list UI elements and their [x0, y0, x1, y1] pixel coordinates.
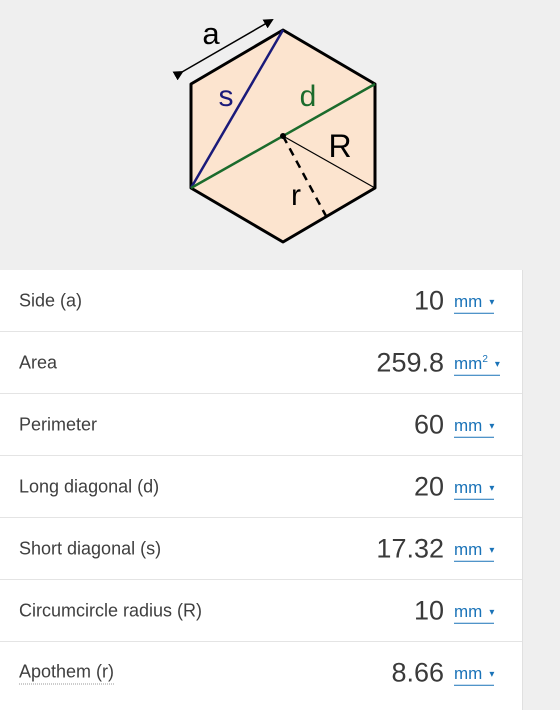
apothem-line [281, 135, 328, 217]
long-diagonal-value[interactable]: 20 [413, 471, 444, 501]
side-dimension-arrow [172, 18, 274, 81]
circumradius-unit-select[interactable]: mm ▾ [454, 601, 512, 624]
row-apothem: Apothem (r) 8.66 mm ▾ [0, 642, 522, 704]
area-label-text: Area [19, 352, 58, 372]
circumradius-label-text: Circumcircle radius (R) [19, 600, 203, 620]
apothem-value[interactable]: 8.66 [391, 657, 444, 688]
chevron-down-icon: ▾ [489, 482, 495, 494]
chevron-down-icon: ▾ [494, 358, 500, 370]
long-diagonal-label-text: Long diagonal (d) [19, 476, 160, 496]
hexagon-figure-area: a s d R r [0, 0, 560, 270]
short-diagonal-label-text: Short diagonal (s) [19, 538, 162, 558]
chevron-down-icon: ▾ [489, 606, 495, 618]
row-short-diagonal: Short diagonal (s) 17.32 mm ▾ [0, 518, 522, 580]
short-diagonal-unit-text: mm [454, 539, 483, 559]
long-diagonal-label: d [300, 80, 317, 113]
calculator-panel: Side (a) 10 mm ▾ Area 259.8 mm2 ▾ Perimete… [0, 270, 523, 710]
side-label: a [202, 16, 220, 51]
side-unit-text: mm [454, 291, 483, 311]
row-area: Area 259.8 mm2 ▾ [0, 332, 522, 394]
perimeter-value[interactable]: 60 [413, 409, 444, 439]
chevron-down-icon: ▾ [489, 544, 495, 556]
perimeter-unit-select[interactable]: mm ▾ [454, 415, 512, 438]
area-unit-select[interactable]: mm2 ▾ [454, 353, 512, 376]
short-diagonal-value[interactable]: 17.32 [376, 533, 444, 563]
long-diagonal-unit-select[interactable]: mm ▾ [454, 477, 512, 500]
row-long-diagonal: Long diagonal (d) 20 mm ▾ [0, 456, 522, 518]
side-label-text: Side (a) [19, 290, 83, 310]
circumradius-unit-text: mm [454, 601, 483, 621]
apothem-unit-select[interactable]: mm ▾ [454, 664, 512, 686]
hexagon-diagram: a s d R r [172, 16, 377, 244]
circumradius-label: R [328, 128, 351, 164]
apothem-label-text[interactable]: Apothem (r) [19, 662, 115, 685]
side-unit-select[interactable]: mm ▾ [454, 291, 512, 314]
circumradius-line [282, 135, 376, 189]
area-value[interactable]: 259.8 [376, 347, 444, 377]
area-unit-text: mm2 [454, 353, 488, 373]
perimeter-label-text: Perimeter [19, 414, 98, 434]
row-perimeter: Perimeter 60 mm ▾ [0, 394, 522, 456]
short-diagonal-label: s [219, 80, 234, 113]
perimeter-unit-text: mm [454, 415, 483, 435]
chevron-down-icon: ▾ [489, 296, 495, 308]
row-side: Side (a) 10 mm ▾ [0, 270, 522, 332]
chevron-down-icon: ▾ [489, 668, 495, 680]
circumradius-value[interactable]: 10 [413, 595, 444, 625]
apothem-label: r [291, 179, 301, 212]
long-diagonal-unit-text: mm [454, 477, 483, 497]
side-value[interactable]: 10 [413, 285, 444, 315]
chevron-down-icon: ▾ [489, 420, 495, 432]
hexagon-center-dot [280, 133, 286, 139]
short-diagonal-unit-select[interactable]: mm ▾ [454, 539, 512, 562]
apothem-unit-text: mm [454, 663, 483, 683]
row-circumradius: Circumcircle radius (R) 10 mm ▾ [0, 580, 522, 642]
